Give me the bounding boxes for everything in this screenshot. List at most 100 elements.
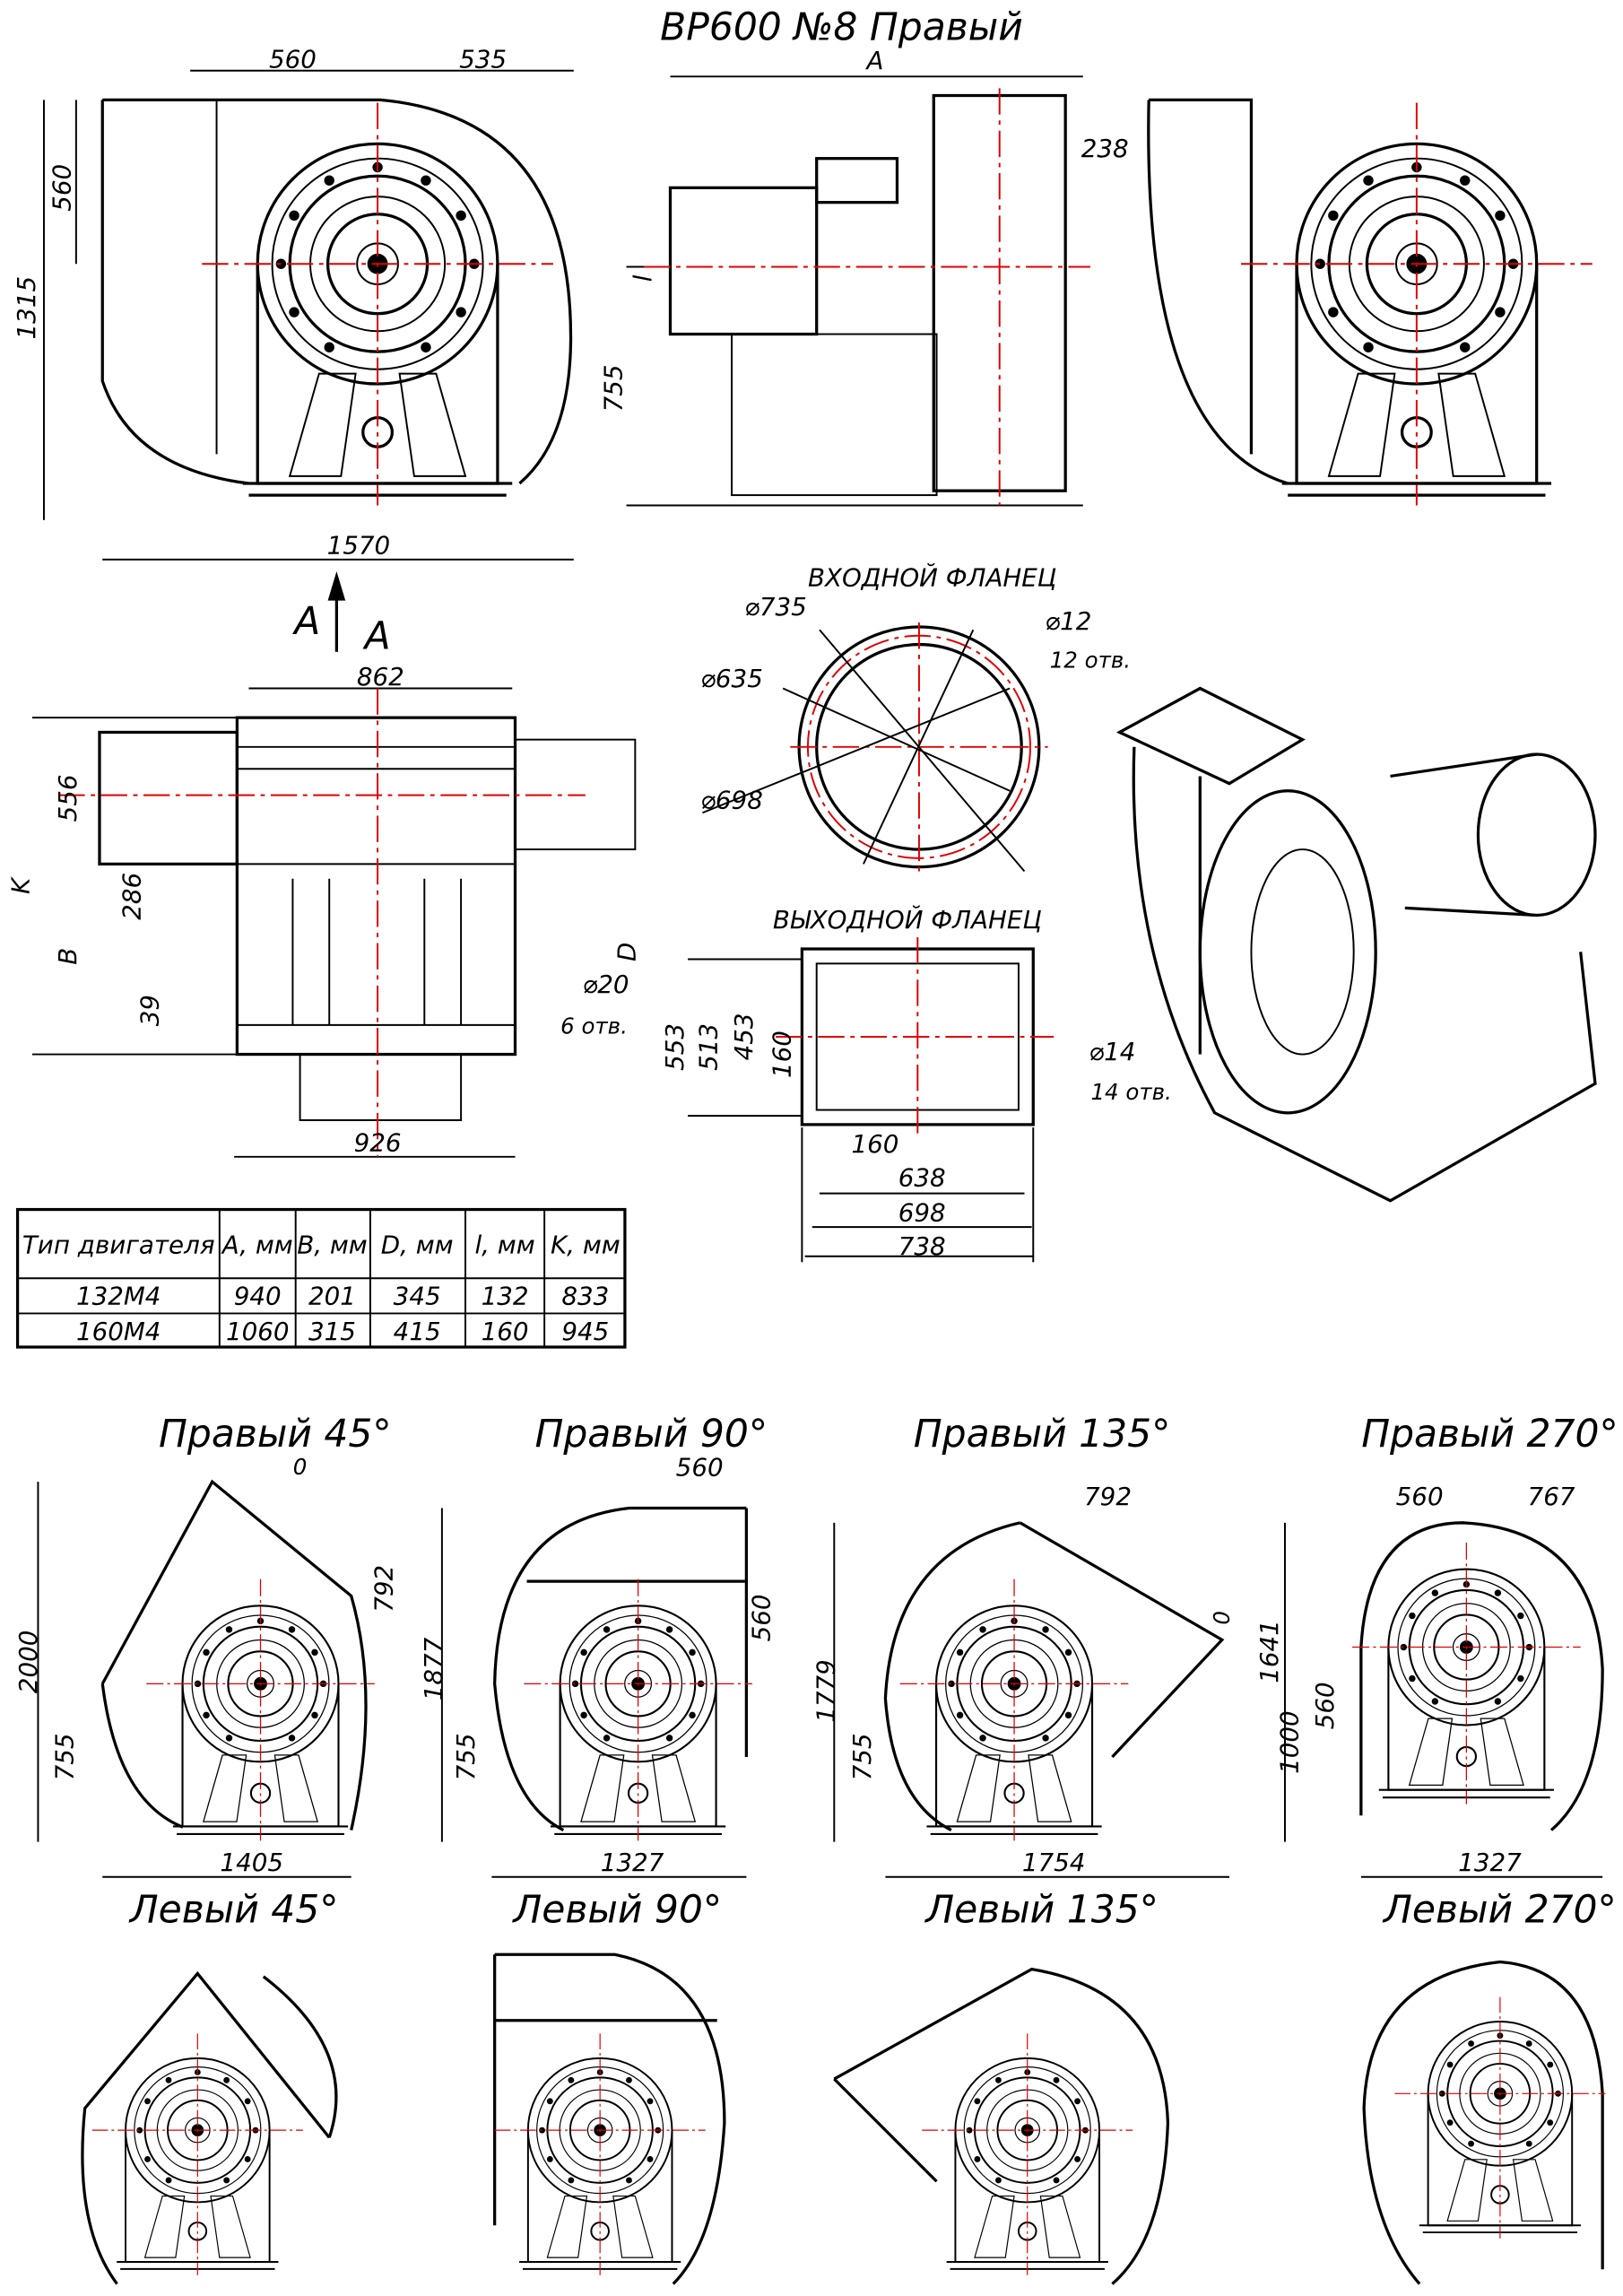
table-cell: 201 [308, 1282, 356, 1311]
svg-text:792: 792 [369, 1565, 398, 1613]
rear-view [1147, 98, 1593, 505]
table-cell: 415 [394, 1317, 441, 1346]
table-header: Тип двигателя [22, 1231, 215, 1260]
svg-text:⌀635: ⌀635 [700, 664, 763, 693]
plan-view: 862 K 556 286 B 39 D ⌀20 6 отв. 926 [6, 662, 641, 1158]
position-right-270: Правый 270° 560 767 1641 1000 560 1327 [1254, 1413, 1619, 1878]
svg-text:K: K [6, 875, 36, 894]
position-left-270: Левый 270° [1362, 1888, 1617, 2285]
front-view: 560 535 560 1315 1570 [12, 45, 574, 561]
svg-text:12 отв.: 12 отв. [1050, 648, 1131, 674]
svg-text:⌀735: ⌀735 [744, 592, 807, 622]
table-cell: 132M4 [76, 1282, 161, 1311]
svg-text:698: 698 [898, 1198, 946, 1228]
drawing-title: ВР600 №8 Правый [660, 5, 1023, 49]
position-left-135: Левый 135° [833, 1888, 1170, 2285]
position-right-135: Правый 135° 792 0 1779 755 1754 [811, 1413, 1235, 1878]
dim-l: l [628, 274, 657, 282]
position-right-45: Правый 45° 0 792 2000 755 1405 [13, 1413, 398, 1878]
svg-text:1779: 1779 [811, 1659, 840, 1723]
svg-text:738: 738 [898, 1231, 946, 1261]
svg-text:1877: 1877 [419, 1637, 448, 1700]
svg-text:⌀698: ⌀698 [700, 785, 763, 814]
svg-text:160: 160 [767, 1031, 796, 1078]
svg-text:560: 560 [1396, 1482, 1444, 1511]
position-left-45: Левый 45° [81, 1888, 339, 2285]
table-header: B, мм [297, 1231, 368, 1260]
dim-a: A [865, 46, 884, 75]
outlet-flange: ВЫХОДНОЙ ФЛАНЕЦ 553 513 453 160 160 638 … [660, 904, 1172, 1263]
svg-text:⌀14: ⌀14 [1089, 1037, 1135, 1066]
svg-text:1000: 1000 [1275, 1710, 1305, 1774]
position-left-90: Левый 90° [493, 1888, 726, 2285]
svg-text:160: 160 [852, 1129, 899, 1159]
svg-text:926: 926 [354, 1127, 402, 1157]
svg-text:560: 560 [1310, 1682, 1340, 1729]
svg-text:ВХОДНОЙ ФЛАНЕЦ: ВХОДНОЙ ФЛАНЕЦ [808, 561, 1056, 592]
svg-text:1754: 1754 [1022, 1848, 1086, 1877]
side-view: A 238 l 755 [599, 46, 1129, 507]
svg-text:0: 0 [1209, 1611, 1235, 1625]
svg-text:6 отв.: 6 отв. [560, 1013, 628, 1039]
svg-text:862: 862 [357, 662, 404, 691]
svg-text:560: 560 [746, 1594, 776, 1641]
dim-238: 238 [1081, 134, 1129, 163]
svg-text:1327: 1327 [601, 1848, 664, 1877]
table-header: D, мм [381, 1231, 454, 1260]
table-header: K, мм [551, 1231, 621, 1260]
dim-1570: 1570 [327, 530, 391, 560]
svg-text:767: 767 [1528, 1482, 1575, 1511]
svg-text:⌀12: ⌀12 [1045, 606, 1091, 636]
svg-text:ВЫХОДНОЙ ФЛАНЕЦ: ВЫХОДНОЙ ФЛАНЕЦ [773, 904, 1042, 935]
table-cell: 1060 [226, 1317, 290, 1346]
svg-text:513: 513 [694, 1023, 724, 1071]
motor-table: Тип двигателя A, мм B, мм D, мм l, мм K,… [15, 1207, 627, 1349]
svg-text:0: 0 [293, 1454, 308, 1480]
dim-535: 535 [459, 45, 507, 74]
inlet-flange: ВХОДНОЙ ФЛАНЕЦ ⌀735 ⌀635 ⌀698 ⌀12 12 отв… [700, 561, 1131, 873]
svg-text:B: B [53, 948, 82, 965]
svg-text:Левый 270°: Левый 270° [1382, 1888, 1617, 1932]
svg-text:553: 553 [660, 1023, 690, 1071]
svg-text:Левый 90°: Левый 90° [511, 1888, 722, 1932]
table-cell: 315 [308, 1317, 356, 1346]
svg-text:⌀20: ⌀20 [583, 970, 629, 999]
table-cell: 833 [561, 1282, 609, 1311]
table-cell: 345 [394, 1282, 441, 1311]
isometric-view [1115, 686, 1597, 1203]
dim-560: 560 [269, 45, 317, 74]
svg-text:286: 286 [117, 873, 147, 920]
svg-text:14 отв.: 14 отв. [1090, 1079, 1171, 1105]
dim-1315: 1315 [12, 276, 41, 340]
svg-text:Правый 270°: Правый 270° [1361, 1413, 1619, 1457]
svg-text:2000: 2000 [13, 1631, 43, 1694]
svg-text:39: 39 [135, 995, 164, 1026]
svg-text:Левый 135°: Левый 135° [924, 1888, 1159, 1932]
svg-text:Левый 45°: Левый 45° [128, 1888, 339, 1932]
position-right-90: Правый 90° 560 560 1877 755 1327 [419, 1413, 776, 1878]
svg-text:1327: 1327 [1458, 1848, 1522, 1877]
svg-text:A: A [362, 614, 391, 658]
table-cell: 160 [482, 1317, 529, 1346]
dim-755: 755 [599, 364, 629, 412]
svg-text:Правый 90°: Правый 90° [534, 1413, 768, 1457]
table-cell: 945 [561, 1317, 609, 1346]
svg-text:792: 792 [1084, 1482, 1132, 1511]
svg-text:560: 560 [676, 1453, 724, 1483]
svg-text:755: 755 [451, 1733, 481, 1780]
svg-text:1641: 1641 [1254, 1620, 1284, 1683]
table-cell: 132 [482, 1282, 529, 1311]
table-header: l, мм [474, 1231, 534, 1260]
svg-text:755: 755 [847, 1733, 877, 1780]
svg-text:Правый 135°: Правый 135° [914, 1413, 1171, 1457]
svg-text:755: 755 [50, 1733, 80, 1780]
svg-text:Правый 45°: Правый 45° [159, 1413, 392, 1457]
svg-text:D: D [612, 943, 641, 961]
view-arrow: A A [291, 570, 391, 658]
table-cell: 940 [234, 1282, 282, 1311]
table-cell: 160M4 [76, 1317, 161, 1346]
svg-text:1405: 1405 [220, 1848, 283, 1877]
svg-text:556: 556 [53, 774, 82, 822]
svg-text:638: 638 [898, 1162, 946, 1192]
